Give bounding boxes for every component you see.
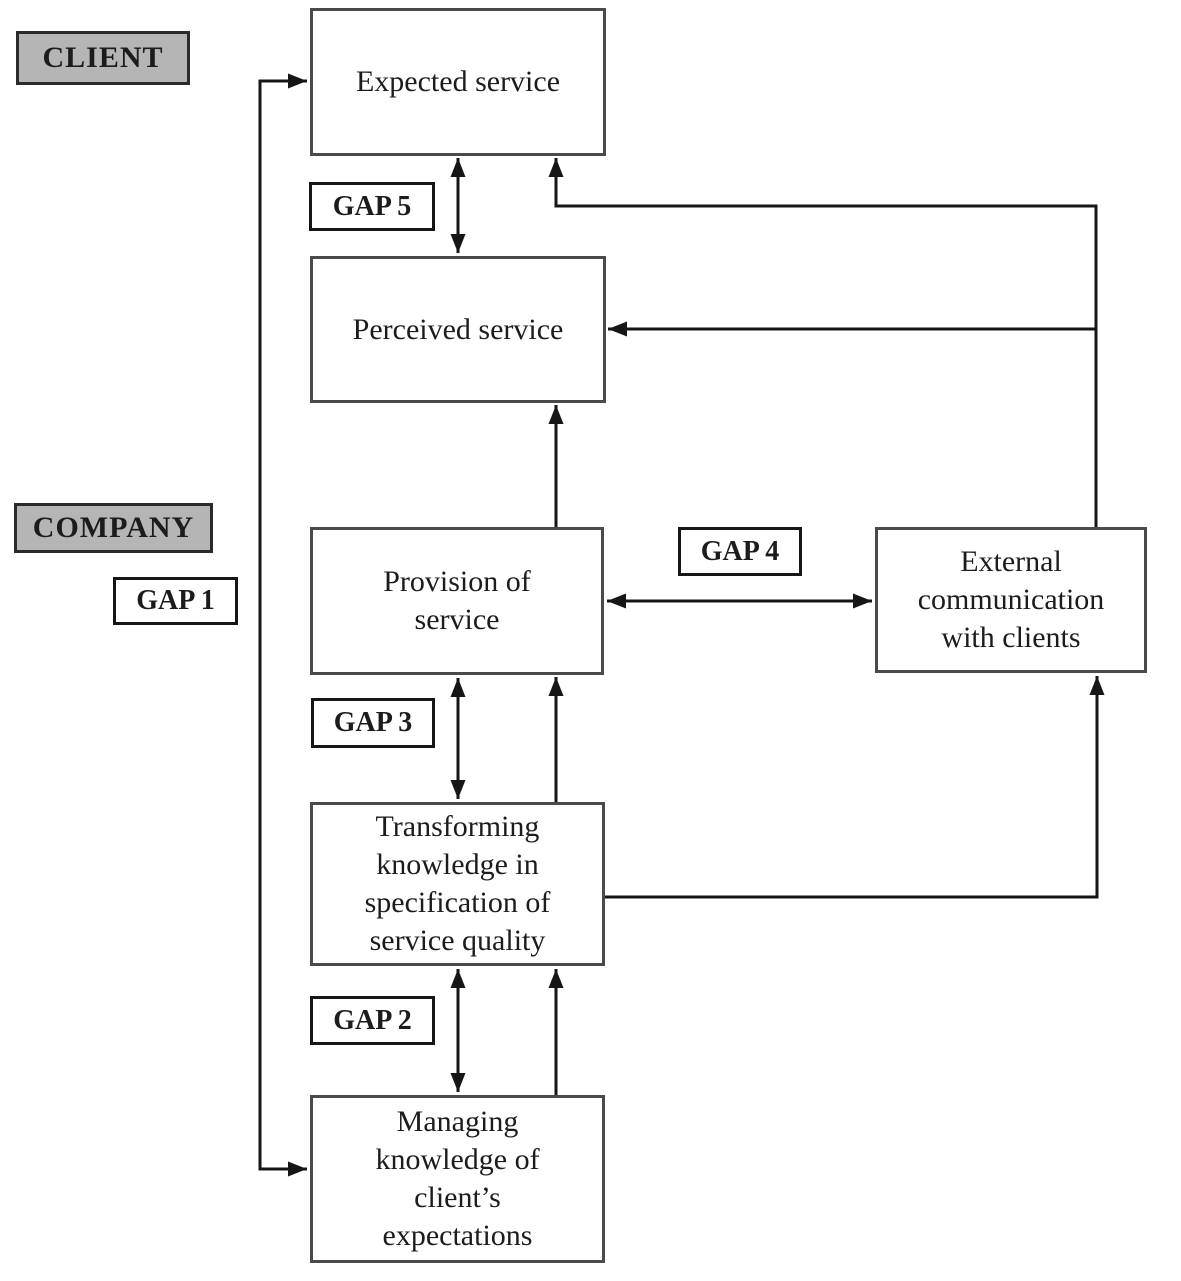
arrow-transforming-to-external [605,676,1105,899]
managing-knowledge-box: Managing knowledge of client’s expectati… [310,1095,605,1263]
arrow-left-rail-expected-managing [258,73,307,1177]
provision-of-service-box: Provision of service [310,527,604,675]
gap-3-label: GAP 3 [311,698,435,748]
arrow-external-to-expected [548,158,1098,529]
expected-service-box: Expected service [310,8,606,156]
gap-5-label: GAP 5 [309,182,435,231]
client-label: CLIENT [16,31,190,85]
gap-1-label: GAP 1 [113,577,238,625]
company-label: COMPANY [14,503,213,553]
perceived-service-box: Perceived service [310,256,606,403]
gap-4-label: GAP 4 [678,527,802,576]
transforming-knowledge-box: Transforming knowledge in specification … [310,802,605,966]
external-communication-box: External communication with clients [875,527,1147,673]
gap-2-label: GAP 2 [310,996,435,1045]
